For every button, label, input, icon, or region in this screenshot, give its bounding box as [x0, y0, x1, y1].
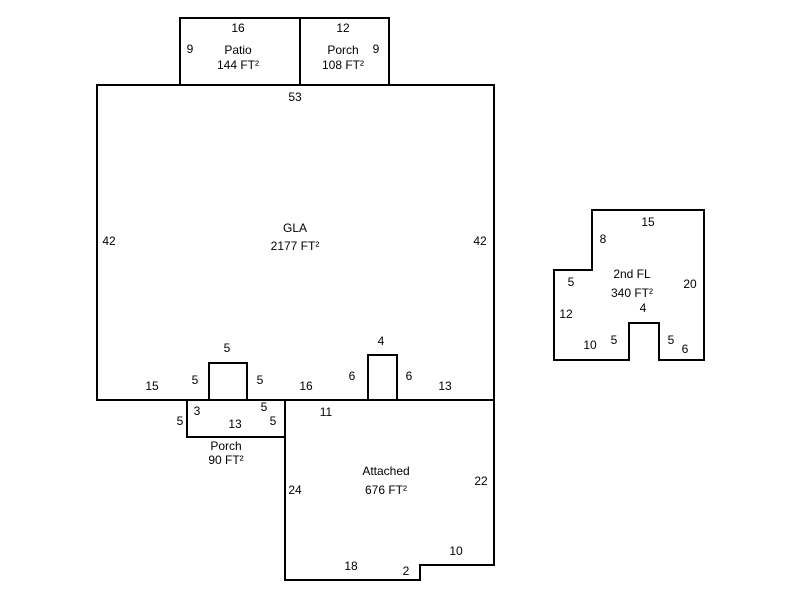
dimension-label: 3 — [194, 404, 201, 418]
dimension-label: 4 — [640, 301, 647, 315]
dimension-label: 9 — [373, 42, 380, 56]
dimension-label: 5 — [261, 400, 268, 414]
area-name-attached: Attached — [362, 464, 409, 478]
dimension-label: 9 — [187, 42, 194, 56]
dimension-label: 5 — [668, 333, 675, 347]
area-value-patio: 144 FT² — [217, 58, 259, 72]
area-name-2nd-floor: 2nd FL — [613, 267, 651, 281]
dimension-label: 5 — [177, 414, 184, 428]
area-name-porch-front: Porch — [210, 439, 241, 453]
dimension-label: 11 — [320, 405, 333, 419]
area-value-attached: 676 FT² — [365, 483, 407, 497]
dimension-label: 13 — [228, 417, 242, 431]
dimension-label: 22 — [474, 474, 488, 488]
dimension-label: 15 — [145, 379, 159, 393]
area-value-porch-rear: 108 FT² — [322, 58, 364, 72]
dimension-label: 12 — [559, 307, 573, 321]
dimension-label: 15 — [641, 215, 655, 229]
dimension-label: 5 — [224, 341, 231, 355]
dimension-label: 2 — [403, 564, 410, 578]
dimension-label: 13 — [438, 379, 452, 393]
dimension-label: 5 — [611, 333, 618, 347]
room-2nd-floor — [553, 209, 705, 361]
dimension-label: 53 — [288, 90, 302, 104]
dimension-label: 10 — [449, 544, 463, 558]
dimension-label: 5 — [270, 414, 277, 428]
area-name-porch-rear: Porch — [327, 43, 358, 57]
dimension-label: 6 — [349, 369, 356, 383]
dimension-label: 42 — [473, 234, 487, 248]
dimension-label: 5 — [257, 373, 264, 387]
area-value-2nd-floor: 340 FT² — [611, 286, 653, 300]
dimension-label: 20 — [683, 277, 697, 291]
dimension-label: 4 — [378, 334, 385, 348]
room-attached-garage — [284, 399, 495, 581]
dimension-label: 16 — [299, 379, 313, 393]
dimension-label: 10 — [583, 338, 597, 352]
dimension-label: 5 — [192, 373, 199, 387]
dimension-label: 12 — [336, 21, 350, 35]
dimension-label: 5 — [568, 275, 575, 289]
area-name-gla: GLA — [283, 221, 307, 235]
dimension-label: 8 — [600, 232, 607, 246]
dimension-label: 42 — [102, 234, 116, 248]
dimension-label: 18 — [344, 559, 358, 573]
dimension-label: 6 — [682, 342, 689, 356]
area-labels: Patio 144 FT² Porch 108 FT² GLA 2177 FT²… — [208, 43, 653, 497]
area-name-patio: Patio — [224, 43, 252, 57]
area-value-porch-front: 90 FT² — [208, 453, 243, 467]
dimension-label: 6 — [406, 369, 413, 383]
dimension-label: 24 — [288, 483, 302, 497]
area-value-gla: 2177 FT² — [271, 239, 320, 253]
dimension-label: 16 — [231, 21, 245, 35]
